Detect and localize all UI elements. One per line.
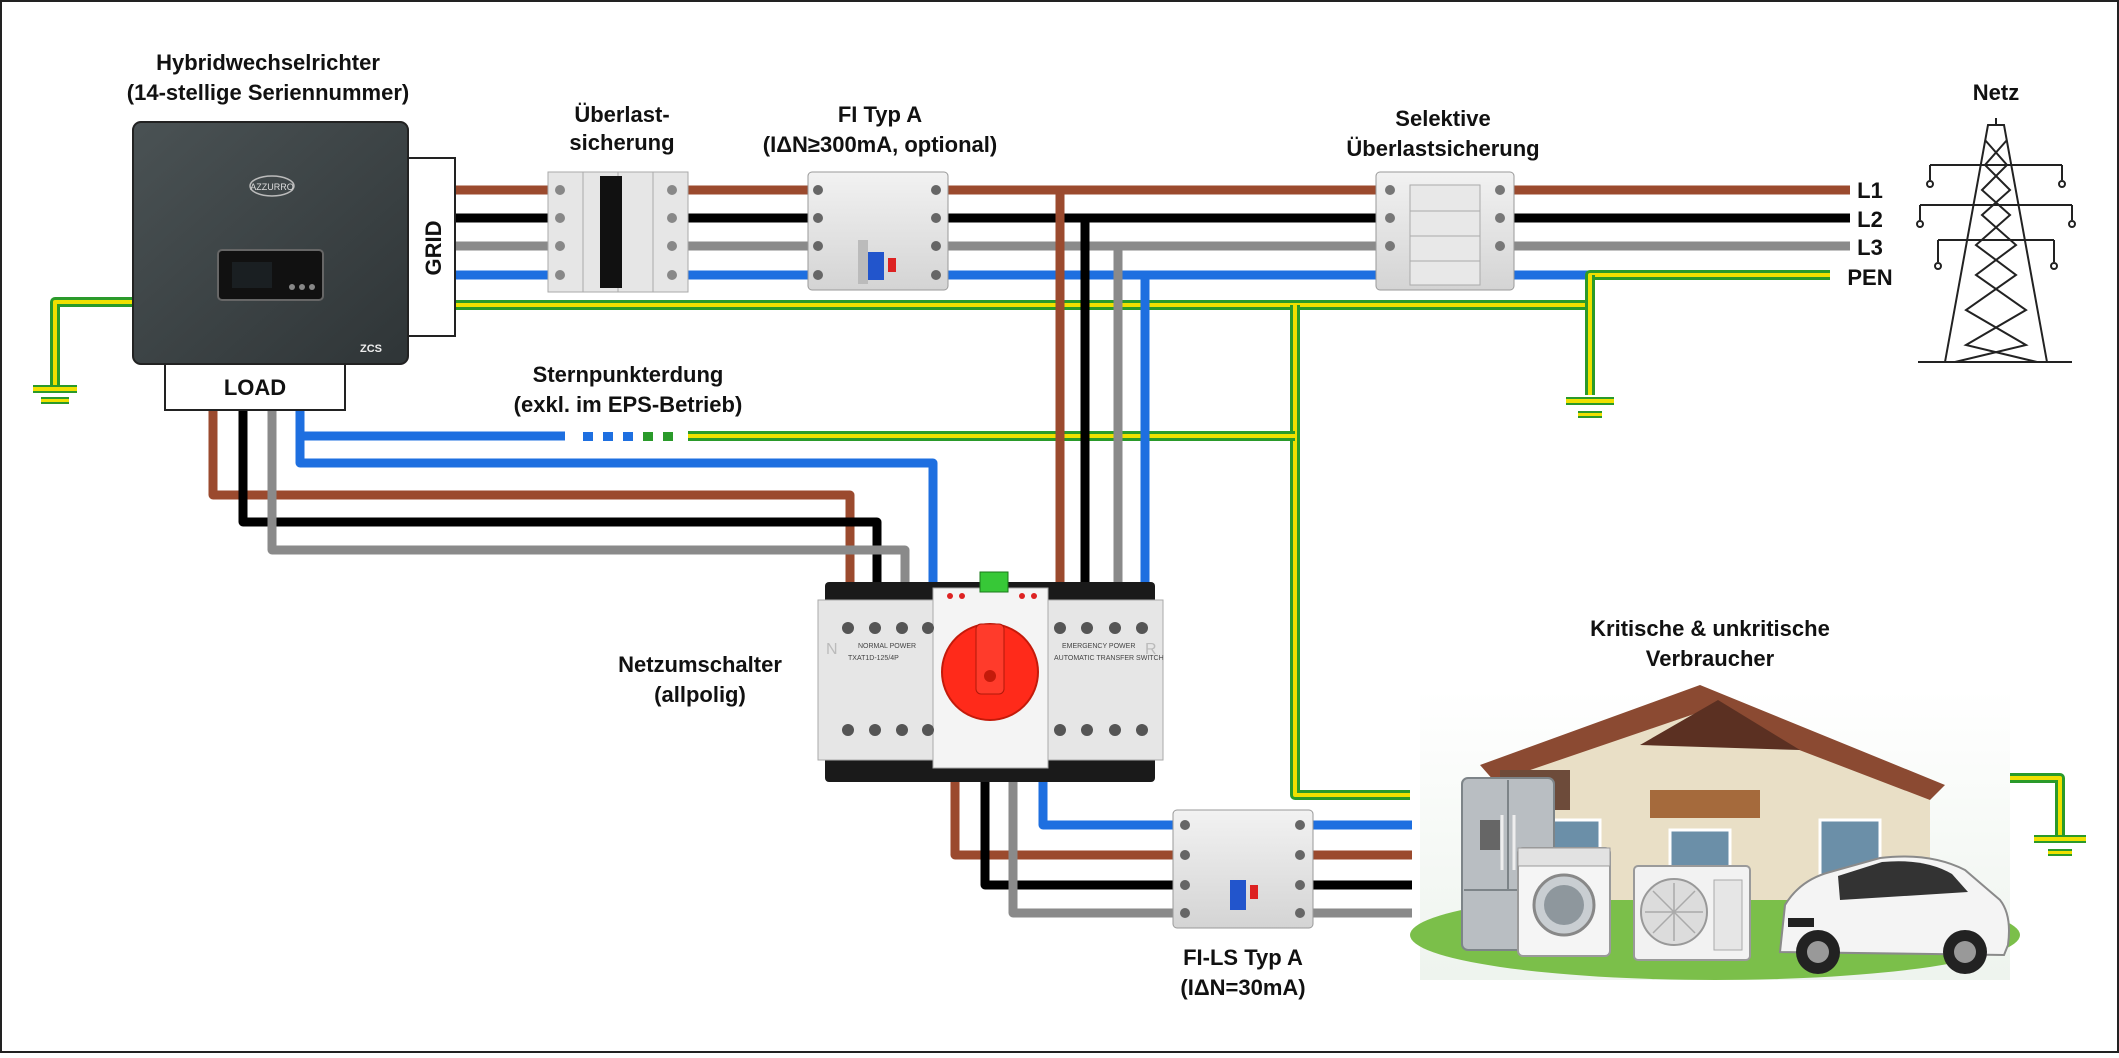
overload-fuse-label-1: Überlast- (574, 102, 669, 127)
rcd-device (807, 171, 949, 291)
panel-left-title: NORMAL POWER (858, 643, 916, 650)
ground-symbol-icon (33, 385, 77, 404)
phase-label-l2: L2 (1857, 207, 1883, 232)
consumers-label-2: Verbraucher (1646, 646, 1775, 671)
load-n (295, 410, 938, 585)
load-l1 (208, 410, 855, 585)
phase-label-l3: L3 (1857, 235, 1883, 260)
inverter-badge: ZCS (360, 343, 382, 355)
consumers-label-1: Kritische & unkritische (1590, 616, 1830, 641)
rcbo-device (1172, 809, 1314, 929)
ac-unit-icon (1633, 865, 1751, 961)
phase-label-l1: L1 (1857, 178, 1883, 203)
letter-left: N (826, 641, 838, 658)
star-point-dashes (583, 432, 673, 441)
pylon-icon (1916, 118, 2076, 363)
overload-fuse (547, 171, 689, 293)
ground-symbol-icon (2034, 835, 2086, 856)
grid-title: Netz (1973, 80, 2019, 105)
transfer-switch: NORMAL POWER TXAT1D-125/4P EMERGENCY POW… (817, 571, 1164, 782)
consumers-scene (1410, 685, 2020, 980)
inverter-title-2: (14-stellige Seriennummer) (127, 80, 409, 105)
rcbo-label-2: (IΔN=30mA) (1180, 975, 1305, 1000)
transfer-switch-label-2: (allpolig) (654, 682, 746, 707)
star-point-label-2: (exkl. im EPS-Betrieb) (514, 392, 743, 417)
rcd-label-1: FI Typ A (838, 102, 922, 127)
selective-fuse-label-1: Selektive (1395, 106, 1490, 131)
transfer-switch-label-1: Netzumschalter (618, 652, 782, 677)
letter-right: R (1145, 641, 1157, 658)
panel-right-subtitle: AUTOMATIC TRANSFER SWITCH (1054, 655, 1164, 662)
rcbo-label-1: FI-LS Typ A (1183, 945, 1303, 970)
overload-fuse-label-2: sicherung (569, 130, 674, 155)
hybrid-inverter: AZZURRO ZCS GRID LOAD (132, 121, 456, 411)
panel-right-title: EMERGENCY POWER (1062, 643, 1135, 650)
grid-terminal (407, 157, 456, 337)
inverter-title-1: Hybridwechselrichter (156, 50, 380, 75)
load-l3 (267, 410, 910, 585)
rcd-label-2: (IΔN≥300mA, optional) (763, 132, 997, 157)
washing-machine-icon (1517, 847, 1611, 957)
selective-fuse (1375, 171, 1515, 291)
inverter-brand: AZZURRO (250, 182, 294, 192)
ground-symbol-icon (1566, 397, 1614, 418)
phase-label-pen: PEN (1847, 265, 1892, 290)
car-icon (1778, 855, 2010, 974)
panel-left-model: TXAT1D-125/4P (848, 655, 899, 662)
selective-fuse-label-2: Überlastsicherung (1346, 136, 1539, 161)
load-terminal (164, 363, 346, 411)
grid-label: GRID (421, 221, 446, 276)
load-label: LOAD (224, 375, 286, 400)
star-point-label-1: Sternpunkterdung (533, 362, 724, 387)
